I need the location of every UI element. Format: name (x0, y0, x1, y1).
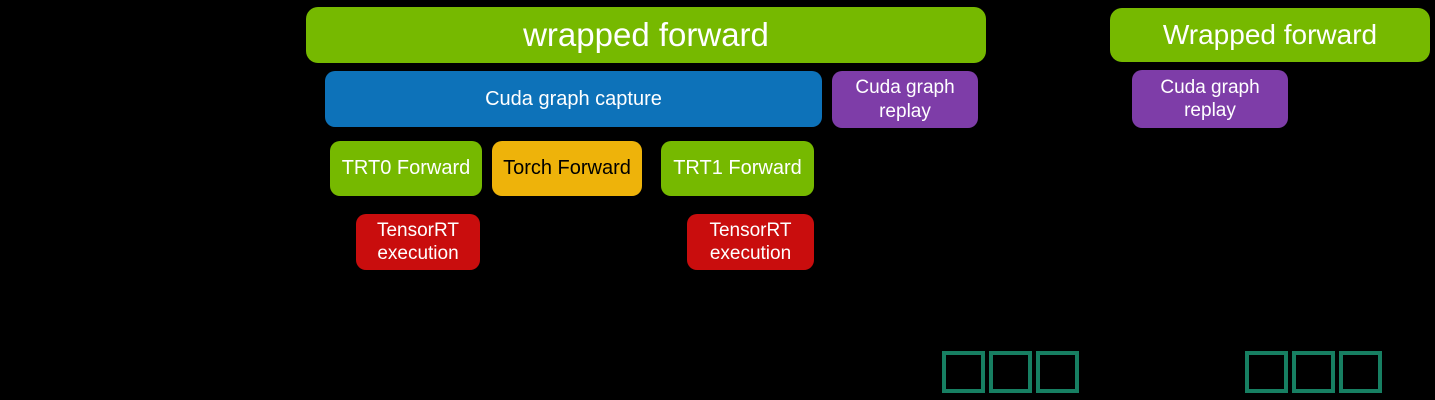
tensorrt-execution-right-label: TensorRT execution (709, 219, 792, 264)
trt0-forward-label: TRT0 Forward (341, 157, 471, 180)
trt1-forward-label: TRT1 Forward (673, 157, 802, 180)
tensor-slot (1036, 351, 1079, 393)
tensor-slot (1292, 351, 1335, 393)
trt1-forward-box: TRT1 Forward (661, 141, 814, 196)
cuda-graph-replay-replay-label: Cuda graph replay (1160, 76, 1260, 121)
wrapped-forward-replay-label: Wrapped forward (1162, 18, 1378, 50)
cuda-graph-replay-capture-box: Cuda graph replay (832, 71, 978, 128)
tensor-slot (1339, 351, 1382, 393)
wrapped-forward-capture-label: wrapped forward (523, 15, 769, 53)
tensor-slot (1245, 351, 1288, 393)
torch-forward-label: Torch Forward (503, 157, 631, 180)
tensorrt-execution-right-box: TensorRT execution (687, 214, 814, 270)
tensor-slot (989, 351, 1032, 393)
trt0-forward-box: TRT0 Forward (330, 141, 482, 196)
cuda-graph-replay-replay-box: Cuda graph replay (1132, 70, 1288, 128)
wrapped-forward-replay-box: Wrapped forward (1110, 8, 1430, 62)
cuda-graph-capture-box: Cuda graph capture (325, 71, 822, 127)
tensor-slot-group-capture (942, 351, 1079, 393)
tensor-slot (942, 351, 985, 393)
tensorrt-execution-left-label: TensorRT execution (376, 219, 459, 264)
tensorrt-execution-left-box: TensorRT execution (356, 214, 480, 270)
tensor-slot-group-replay (1245, 351, 1382, 393)
cuda-graph-replay-capture-label: Cuda graph replay (855, 77, 955, 122)
torch-forward-box: Torch Forward (492, 141, 642, 196)
cuda-graph-capture-label: Cuda graph capture (485, 87, 662, 110)
wrapped-forward-capture-box: wrapped forward (306, 7, 986, 63)
